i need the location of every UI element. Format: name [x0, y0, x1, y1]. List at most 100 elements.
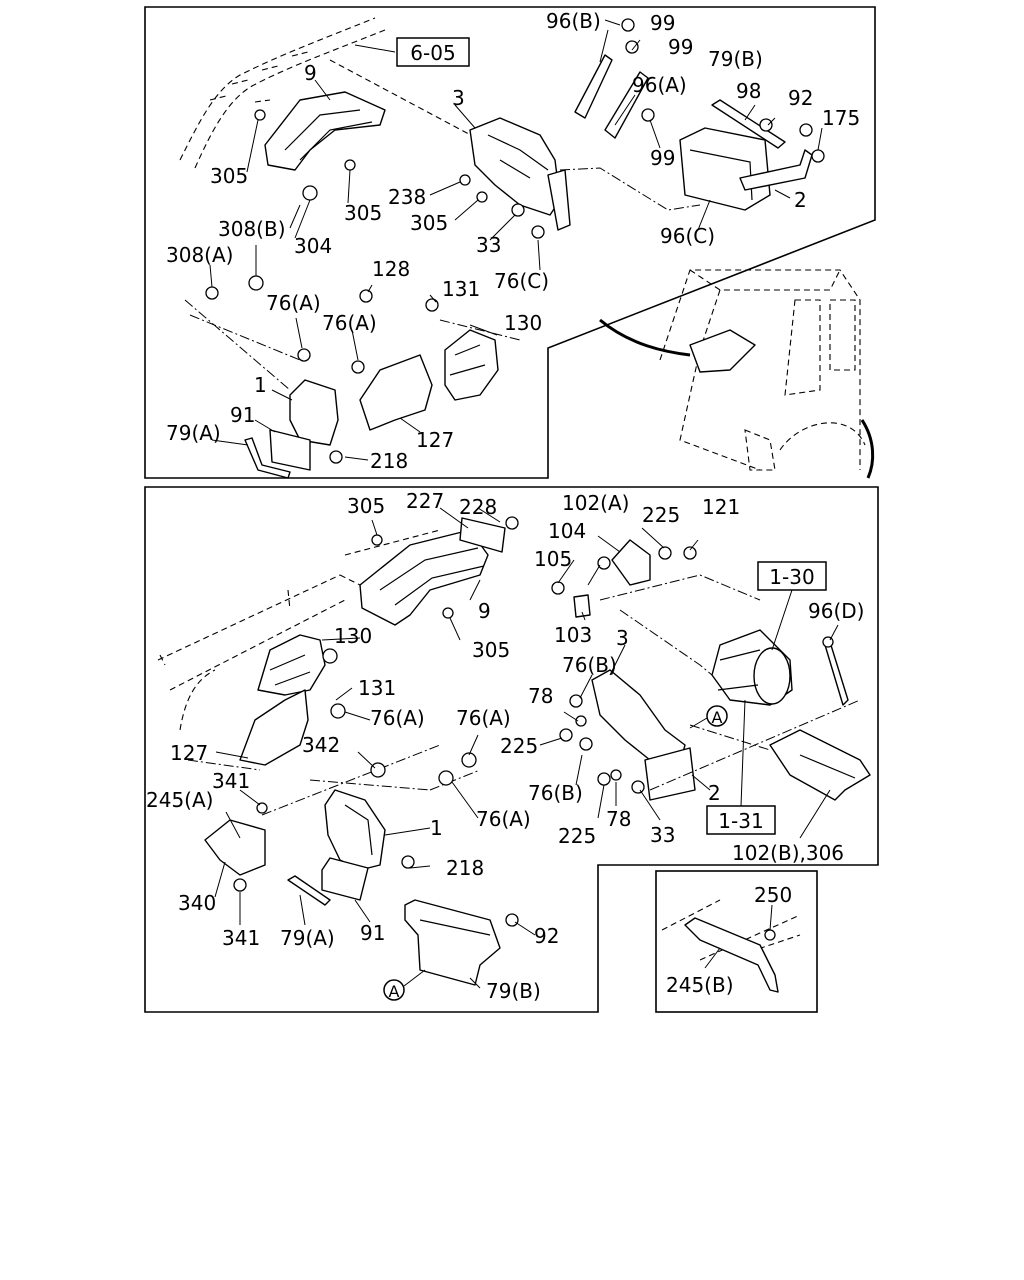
label: 245(B) — [666, 973, 734, 997]
label: 78 — [606, 807, 631, 831]
label: 3 — [616, 626, 629, 650]
bottom-panel: 1-30 1-31 A A 305 227 228 — [144, 486, 879, 1013]
label: 121 — [702, 495, 740, 519]
part-cover-127b — [239, 689, 309, 766]
label: 6-05 — [410, 41, 455, 65]
label: 79(A) — [166, 421, 221, 445]
label: 308(B) — [218, 217, 286, 241]
label: 127 — [416, 428, 454, 452]
label: 341 — [222, 926, 260, 950]
label: 9 — [478, 599, 491, 623]
label: 1 — [430, 816, 443, 840]
bolt-icon — [233, 516, 834, 927]
label: 305 — [347, 494, 385, 518]
bolt-icon — [205, 18, 825, 464]
part-cover-130 — [444, 329, 499, 401]
label: 76(A) — [476, 807, 531, 831]
label: 96(B) — [546, 9, 601, 33]
label: 225 — [500, 734, 538, 758]
label: 99 — [668, 35, 693, 59]
ref-box-1-30 — [757, 561, 827, 591]
label: 9 — [304, 61, 317, 85]
label: 99 — [650, 146, 675, 170]
label: 96(A) — [632, 73, 687, 97]
part-bracket-1 — [289, 379, 339, 446]
label: 225 — [642, 503, 680, 527]
label: 33 — [476, 233, 501, 257]
label: 91 — [230, 403, 255, 427]
label: 238 — [388, 185, 426, 209]
part-plate-103 — [573, 594, 591, 618]
truck-cab-sketch — [599, 269, 875, 479]
top-panel: 6-05 — [144, 6, 876, 479]
label: 76(A) — [370, 706, 425, 730]
label: 130 — [334, 624, 372, 648]
label: 1 — [254, 373, 267, 397]
label: 131 — [442, 277, 480, 301]
label: 1-30 — [769, 565, 814, 589]
label: 305 — [472, 638, 510, 662]
label: 340 — [178, 891, 216, 915]
label: 33 — [650, 823, 675, 847]
bolt-icon — [764, 929, 776, 941]
label: 76(B) — [528, 781, 583, 805]
label: 342 — [302, 733, 340, 757]
label: 131 — [358, 676, 396, 700]
label: 305 — [210, 164, 248, 188]
label: 1-31 — [718, 809, 763, 833]
part-plate-91b — [321, 857, 369, 901]
label: 305 — [344, 201, 382, 225]
part-stay-96a — [604, 71, 649, 139]
label: 76(B) — [562, 653, 617, 677]
label: 96(C) — [660, 224, 715, 248]
part-step-9 — [359, 529, 489, 626]
label: 2 — [794, 188, 807, 212]
label: 79(B) — [708, 47, 763, 71]
label: 305 — [410, 211, 448, 235]
label: 102(B),306 — [732, 841, 844, 865]
label: 99 — [650, 11, 675, 35]
label: 76(A) — [322, 311, 377, 335]
part-step-upper — [264, 91, 386, 171]
ref-box-1-31 — [706, 805, 776, 835]
part-stay-96b — [574, 54, 613, 119]
label: 76(A) — [456, 706, 511, 730]
inset-panel: 250 245(B) — [655, 870, 818, 1013]
label: 76(C) — [494, 269, 549, 293]
circle-marker-a — [383, 979, 405, 1001]
part-bracket-102b — [769, 729, 871, 801]
label: 102(A) — [562, 491, 629, 515]
part-bracket-102a — [611, 539, 651, 586]
label: 78 — [528, 684, 553, 708]
part-cover-130b — [257, 634, 326, 696]
label: 91 — [360, 921, 385, 945]
label: 127 — [170, 741, 208, 765]
label: 105 — [534, 547, 572, 571]
label: 98 — [736, 79, 761, 103]
label: 175 — [822, 106, 860, 130]
label: 227 — [406, 489, 444, 513]
label: 250 — [754, 883, 792, 907]
label: 79(A) — [280, 926, 335, 950]
circle-marker-a — [706, 705, 728, 727]
part-cover-127 — [359, 354, 433, 431]
label: 308(A) — [166, 243, 233, 267]
part-bracket-1b — [324, 789, 386, 871]
label: 76(A) — [266, 291, 321, 315]
label: 245(A) — [146, 788, 213, 812]
label: 304 — [294, 234, 332, 258]
air-tank — [711, 629, 793, 706]
label: 92 — [788, 86, 813, 110]
ref-box-6-05 — [396, 37, 470, 67]
label: 130 — [504, 311, 542, 335]
label: 104 — [548, 519, 586, 543]
part-strip-79a-b — [287, 875, 331, 906]
part-strip-79b — [711, 99, 786, 149]
label: A — [712, 708, 723, 727]
label: 79(B) — [486, 979, 541, 1003]
label: 96(D) — [808, 599, 864, 623]
part-strip-79a — [244, 437, 291, 479]
label: 341 — [212, 769, 250, 793]
label: 128 — [372, 257, 410, 281]
